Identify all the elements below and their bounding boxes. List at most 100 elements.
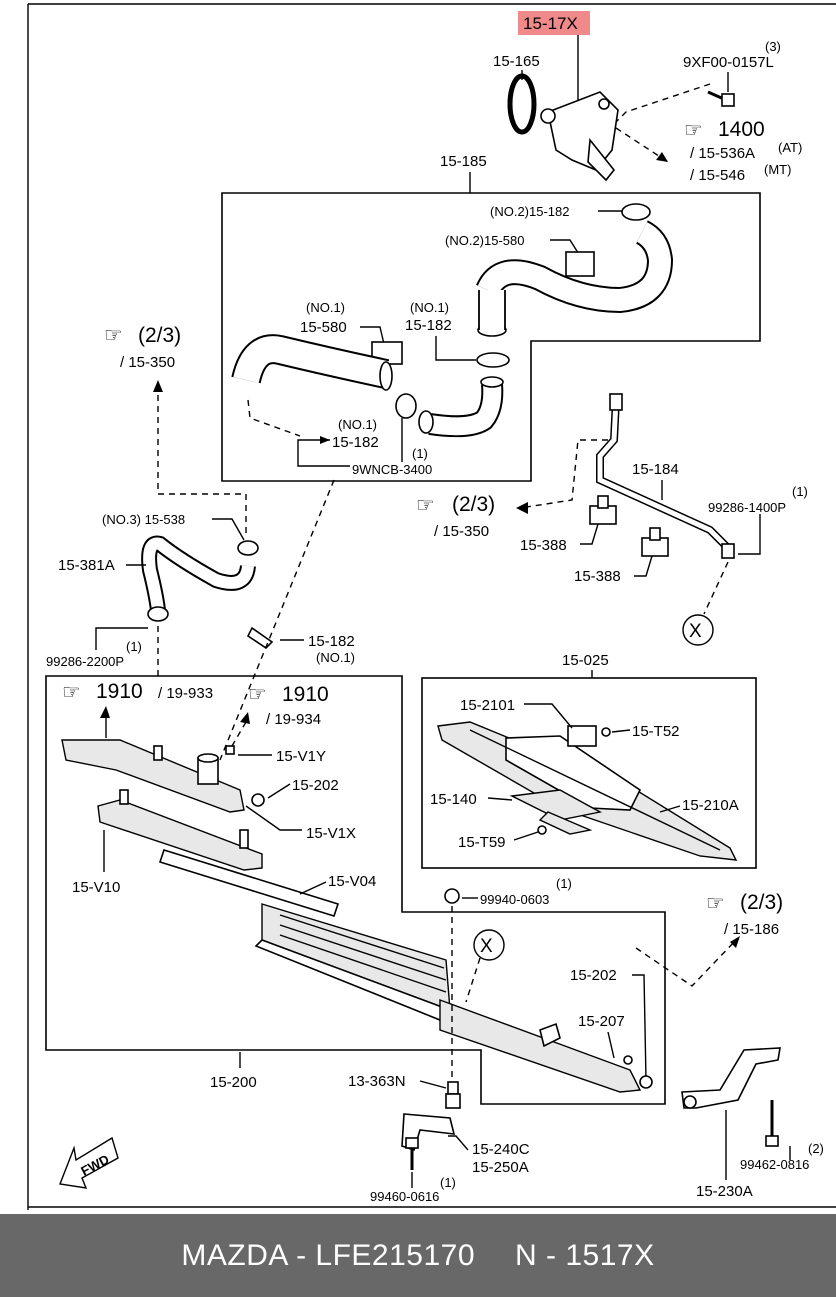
hand-icon-23-b: ☞ (416, 494, 435, 517)
label-99286-2200p: 99286-2200P (46, 654, 124, 669)
seal-15-v04 (158, 849, 340, 917)
qty-99940: (1) (556, 876, 572, 891)
label-15-140: 15-140 (430, 791, 477, 808)
clamp-no1-15-182 (476, 352, 510, 368)
footer-diagram-code: N - 1517X (515, 1238, 655, 1272)
label-15-250a: 15-250A (472, 1159, 529, 1176)
clamp-15-182-no1 (246, 626, 274, 650)
radiator-core (254, 903, 642, 1093)
qty-9xf00: (3) (765, 39, 781, 54)
bolt-99460 (405, 1137, 419, 1149)
ref-1400: 1400 (718, 118, 765, 141)
bolt-99462 (765, 1100, 779, 1147)
label-no1-580-a: (NO.1) (306, 300, 345, 315)
fan-blade-15-140 (509, 789, 603, 835)
fan-shroud (437, 721, 738, 861)
label-at: (AT) (778, 140, 802, 155)
fan-box (421, 677, 757, 869)
part-15-202-b (639, 1075, 653, 1089)
label-15-350-a: / 15-350 (120, 354, 175, 371)
thermostat-housing (540, 91, 619, 182)
hand-icon-23-c: ☞ (706, 892, 725, 915)
gasket-15-165 (507, 73, 537, 135)
ref-1910-a: 1910 (96, 680, 143, 703)
qty-99462: (2) (808, 1141, 824, 1156)
clamp-no2-15-580 (565, 251, 595, 277)
part-15-207 (623, 1055, 633, 1065)
label-19-934: / 19-934 (266, 711, 321, 728)
label-15-230a: 15-230A (696, 1183, 753, 1200)
label-19-933: / 19-933 (158, 685, 213, 702)
clamp-no3-15-538 (237, 540, 259, 556)
label-99462-0816: 99462-0816 (740, 1157, 809, 1172)
qty-99286-2200: (1) (126, 639, 142, 654)
label-x-2: X (480, 936, 493, 957)
hose-15-381a (143, 537, 254, 611)
clamp-99286-2200p (147, 606, 169, 622)
label-15-182-d-no: (NO.1) (316, 650, 355, 665)
label-mt: (MT) (764, 162, 791, 177)
fan-motor-15-2101 (567, 725, 597, 747)
part-15-t59 (537, 825, 547, 835)
label-15-184: 15-184 (632, 461, 679, 478)
part-15-v1y (225, 745, 235, 755)
hand-icon-1910-a: ☞ (62, 681, 81, 704)
ref-23-b: (2/3) (452, 493, 495, 516)
header-highlight (518, 11, 590, 35)
clip-15-388-b (641, 527, 669, 557)
label-15-546: / 15-546 (690, 167, 745, 184)
qty-99460: (1) (440, 1175, 456, 1190)
footer-part-number: MAZDA - LFE215170 (181, 1238, 476, 1272)
label-15-v1x: 15-V1X (306, 825, 356, 842)
label-15-025: 15-025 (562, 652, 609, 669)
hand-icon-23-a: ☞ (104, 324, 123, 347)
hose-upper (477, 222, 672, 312)
label-15-185: 15-185 (440, 153, 487, 170)
label-15-2101: 15-2101 (460, 697, 515, 714)
fwd-arrow-icon: FWD (59, 1136, 119, 1189)
label-15-210a: 15-210A (682, 797, 739, 814)
label-13-363n: 13-363N (348, 1073, 406, 1090)
qty-99286-1400: (1) (792, 484, 808, 499)
hose-lower-right (428, 383, 502, 436)
hand-icon-1400: ☞ (684, 119, 703, 142)
ref-x-circle-2 (473, 929, 505, 961)
parts-diagram: 15-17X 15-165 (3) 9XF00-0157L ☞ 1400 / 1… (27, 3, 836, 1210)
label-15-388-b: 15-388 (574, 568, 621, 585)
label-no3-15-538: (NO.3) 15-538 (102, 512, 185, 527)
part-15-202-a (251, 793, 265, 807)
ref-x-circle-1 (682, 614, 714, 646)
ref-1910-b: 1910 (282, 683, 329, 706)
hose-box (221, 192, 761, 482)
label-15-165: 15-165 (493, 53, 540, 70)
label-no1-580-b: 15-580 (300, 319, 347, 336)
label-no1-182-b: 15-182 (405, 317, 452, 334)
label-15-202-b: 15-202 (570, 967, 617, 984)
footer-bar: MAZDA - LFE215170 N - 1517X (0, 1214, 836, 1297)
label-no1-182-a: (NO.1) (410, 300, 449, 315)
clamp-9wncb (395, 393, 417, 419)
clip-15-388-a (589, 495, 617, 525)
label-99286-1400p: 99286-1400P (708, 500, 786, 515)
label-15-350-b: / 15-350 (434, 523, 489, 540)
label-no2-15-580: (NO.2)15-580 (445, 233, 524, 248)
label-15-t52: 15-T52 (632, 723, 680, 740)
label-no1-182c-a: (NO.1) (338, 417, 377, 432)
label-9wncb-3400: 9WNCB-3400 (352, 462, 432, 477)
label-15-388-a: 15-388 (520, 537, 567, 554)
header-part-label: 15-17X (523, 14, 578, 33)
radiator-box (45, 675, 666, 1105)
ref-23-c: (2/3) (740, 891, 783, 914)
label-15-t59: 15-T59 (458, 834, 506, 851)
mount-13-363n (445, 1081, 461, 1109)
pipe-15-184 (596, 393, 735, 559)
label-15-186: / 15-186 (724, 921, 779, 938)
hand-icon-1910-b: ☞ (248, 683, 267, 706)
label-99940-0603: 99940-0603 (480, 892, 549, 907)
label-x-1: X (689, 621, 702, 642)
part-15-t52 (601, 727, 611, 737)
radiator-upper-tank (61, 739, 245, 813)
label-15-200: 15-200 (210, 1074, 257, 1091)
ref-23-a: (2/3) (138, 324, 181, 347)
label-9xf00-0157l: 9XF00-0157L (683, 54, 774, 71)
